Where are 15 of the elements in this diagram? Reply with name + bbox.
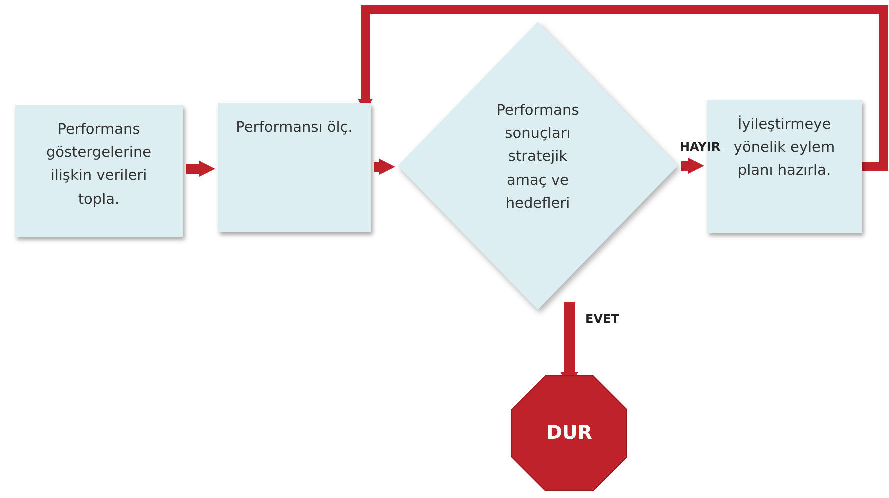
node-text: Performans göstergelerine ilişkin verileri topla. <box>45 121 153 210</box>
node-text: Performans sonuçları stratejik amaç ve hedefleri <box>496 102 580 214</box>
decision-diamond <box>398 22 678 310</box>
process-box <box>218 103 371 232</box>
node-text: İyileştirmeye yönelik eylem planı hazırla. <box>732 114 836 182</box>
arrow <box>186 161 216 177</box>
edge-label: EVET <box>586 312 620 326</box>
arrow <box>358 6 888 171</box>
node-text: DUR <box>546 421 592 446</box>
arrow <box>681 158 704 174</box>
arrow <box>374 159 396 175</box>
stop-octagon <box>512 376 627 491</box>
node-text: Performansı ölç. <box>236 119 353 138</box>
edge-label: HAYIR <box>680 140 721 154</box>
process-box <box>15 105 183 237</box>
